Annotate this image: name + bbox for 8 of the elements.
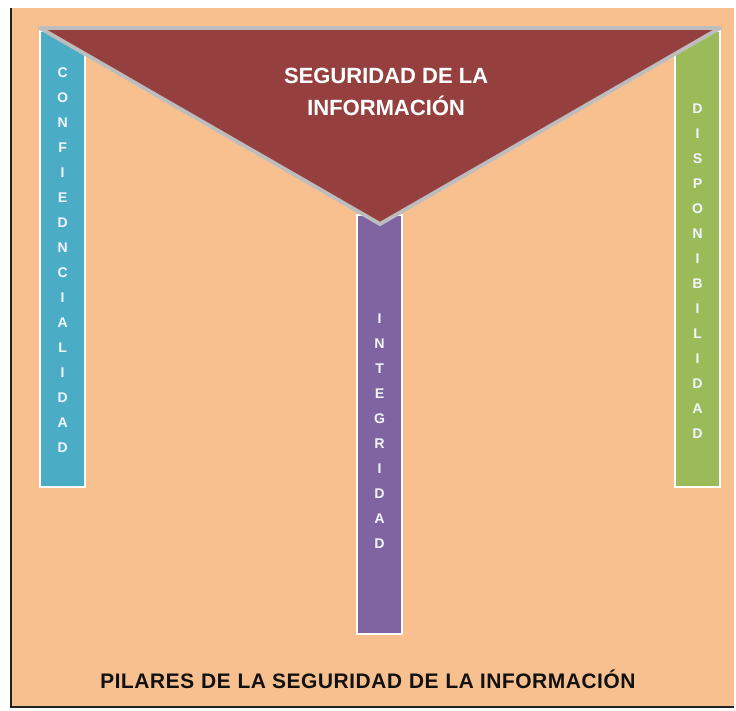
pillar-label: DISPONIBILIDAD xyxy=(692,99,703,443)
triangle-title: SEGURIDAD DE LA INFORMACIÓN xyxy=(282,62,490,122)
pillar-label: CONFIEDNCIALIDAD xyxy=(57,63,68,457)
pillar-bar xyxy=(674,30,721,488)
pillar-bar xyxy=(356,214,403,635)
diagram-caption: PILARES DE LA SEGURIDAD DE LA INFORMACIÓN xyxy=(99,670,637,694)
pillar-label: INTEGRIDAD xyxy=(374,309,385,553)
pillar-bar xyxy=(39,30,86,488)
